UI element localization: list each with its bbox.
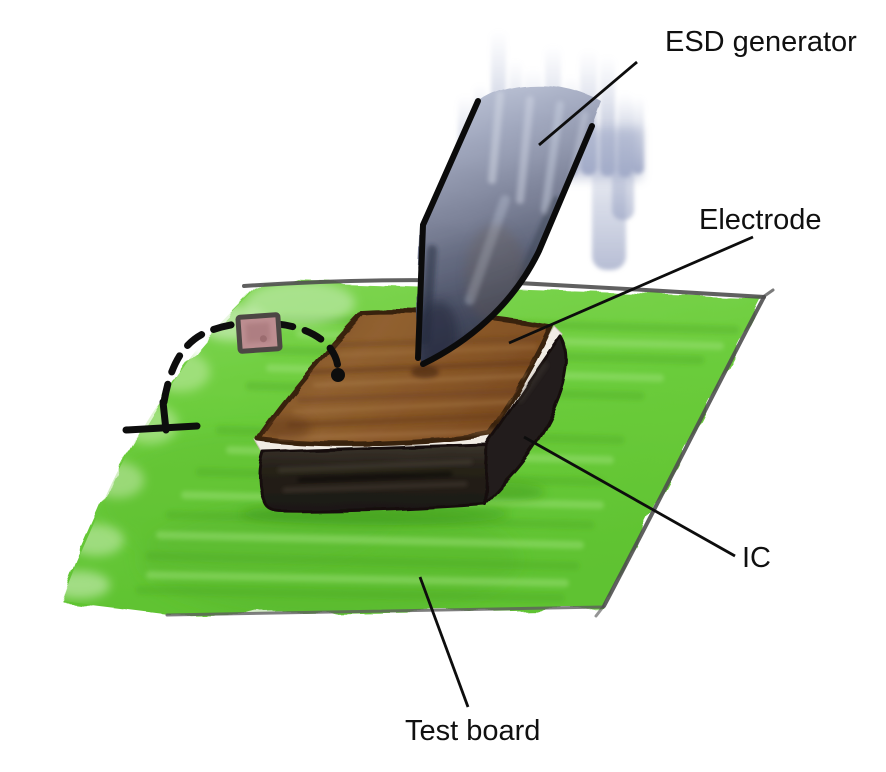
pointer-lines xyxy=(418,60,754,708)
ground-symbol-icon xyxy=(122,398,201,434)
pointer-test-board xyxy=(418,576,470,708)
label-electrode: Electrode xyxy=(699,204,822,236)
board-outline-right xyxy=(602,295,766,608)
label-esd-generator: ESD generator xyxy=(665,26,857,58)
ic-right-face xyxy=(483,335,569,505)
label-ic: IC xyxy=(742,542,771,574)
pointer-esd-generator xyxy=(538,60,638,147)
electrode-contact-dot xyxy=(331,368,345,382)
smd-component xyxy=(235,312,283,354)
pointer-ic xyxy=(523,435,736,558)
esd-probe xyxy=(415,30,644,367)
probe-outline xyxy=(415,98,595,367)
board-outline-bottom xyxy=(165,605,605,617)
board-corner-tail xyxy=(761,288,775,299)
label-test-board: Test board xyxy=(405,715,540,747)
pointer-electrode xyxy=(508,235,754,345)
ic-texture xyxy=(277,362,548,493)
board-corner-tail-2 xyxy=(594,605,605,618)
